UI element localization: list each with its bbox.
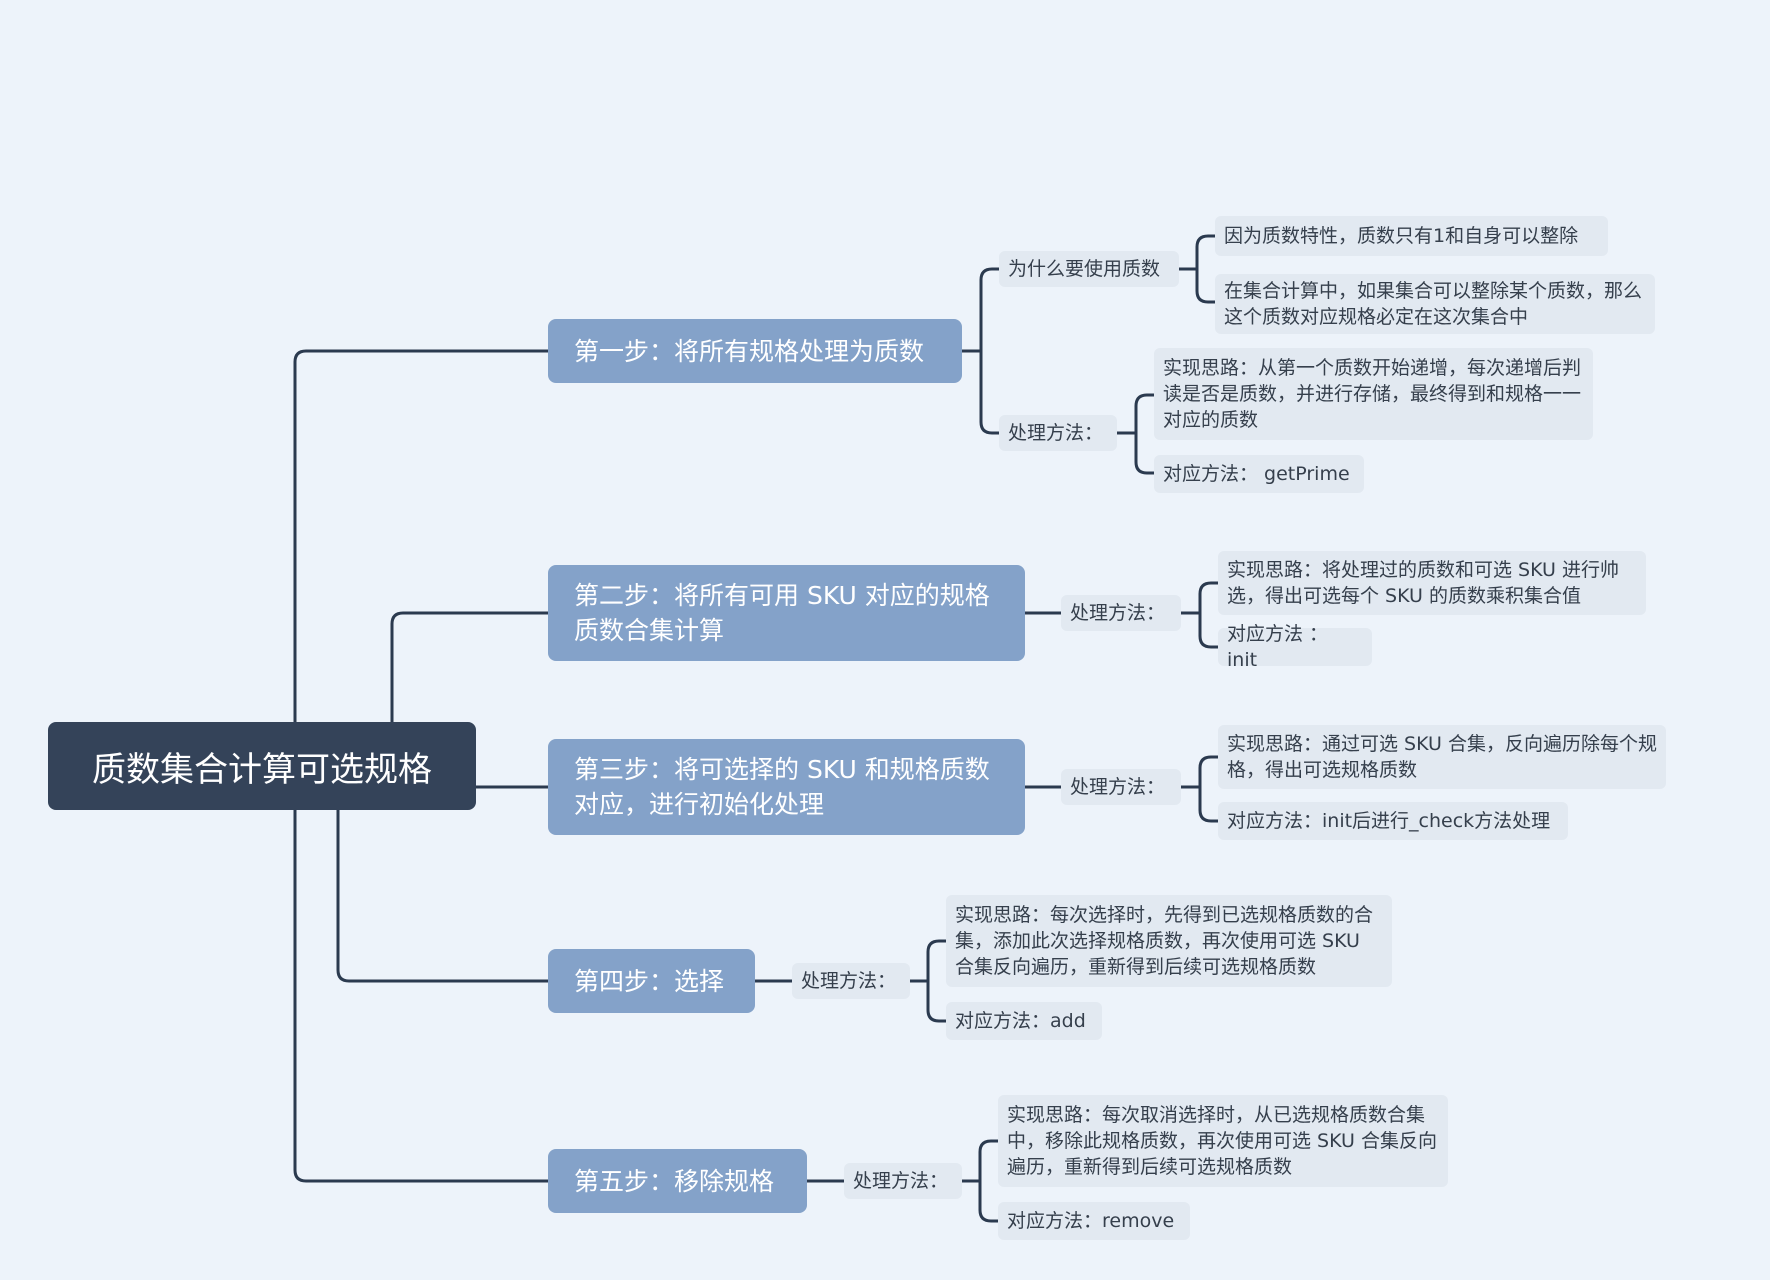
step-2-method-idea[interactable]: 实现思路：将处理过的质数和可选 SKU 进行帅选，得出可选每个 SKU 的质数乘… (1218, 551, 1646, 615)
step-2-method-subtopic[interactable]: 处理方法： (1061, 595, 1181, 631)
step-5-method-idea[interactable]: 实现思路：每次取消选择时，从已选规格质数合集中，移除此规格质数，再次使用可选 S… (998, 1095, 1448, 1187)
step-3-method-subtopic[interactable]: 处理方法： (1061, 769, 1181, 805)
step-1-why-reason-2[interactable]: 在集合计算中，如果集合可以整除某个质数，那么这个质数对应规格必定在这次集合中 (1215, 274, 1655, 334)
step-4-topic[interactable]: 第四步：选择 (548, 949, 755, 1013)
step-1-why-reason-1[interactable]: 因为质数特性，质数只有1和自身可以整除 (1215, 216, 1608, 256)
step-3-method-idea[interactable]: 实现思路：通过可选 SKU 合集，反向遍历除每个规格，得出可选规格质数 (1218, 725, 1666, 789)
step-4-method-function[interactable]: 对应方法：add (946, 1002, 1102, 1040)
step-1-method-function[interactable]: 对应方法： getPrime (1154, 455, 1364, 493)
step-4-method-subtopic[interactable]: 处理方法： (792, 963, 910, 999)
root-topic[interactable]: 质数集合计算可选规格 (48, 722, 476, 810)
step-5-method-subtopic[interactable]: 处理方法： (844, 1163, 962, 1199)
step-2-topic[interactable]: 第二步：将所有可用 SKU 对应的规格质数合集计算 (548, 565, 1025, 661)
step-1-topic[interactable]: 第一步：将所有规格处理为质数 (548, 319, 962, 383)
step-2-method-function[interactable]: 对应方法 ： init (1218, 623, 1372, 671)
step-1-why-prime-subtopic[interactable]: 为什么要使用质数 (999, 251, 1179, 287)
step-5-method-function[interactable]: 对应方法：remove (998, 1202, 1190, 1240)
step-1-method-subtopic[interactable]: 处理方法： (999, 415, 1117, 451)
step-4-method-idea[interactable]: 实现思路：每次选择时，先得到已选规格质数的合集，添加此次选择规格质数，再次使用可… (946, 895, 1392, 987)
step-3-method-function[interactable]: 对应方法：init后进行_check方法处理 (1218, 802, 1568, 840)
step-1-method-idea[interactable]: 实现思路：从第一个质数开始递增，每次递增后判读是否是质数，并进行存储，最终得到和… (1154, 348, 1593, 440)
step-5-topic[interactable]: 第五步：移除规格 (548, 1149, 807, 1213)
step-3-topic[interactable]: 第三步：将可选择的 SKU 和规格质数对应，进行初始化处理 (548, 739, 1025, 835)
